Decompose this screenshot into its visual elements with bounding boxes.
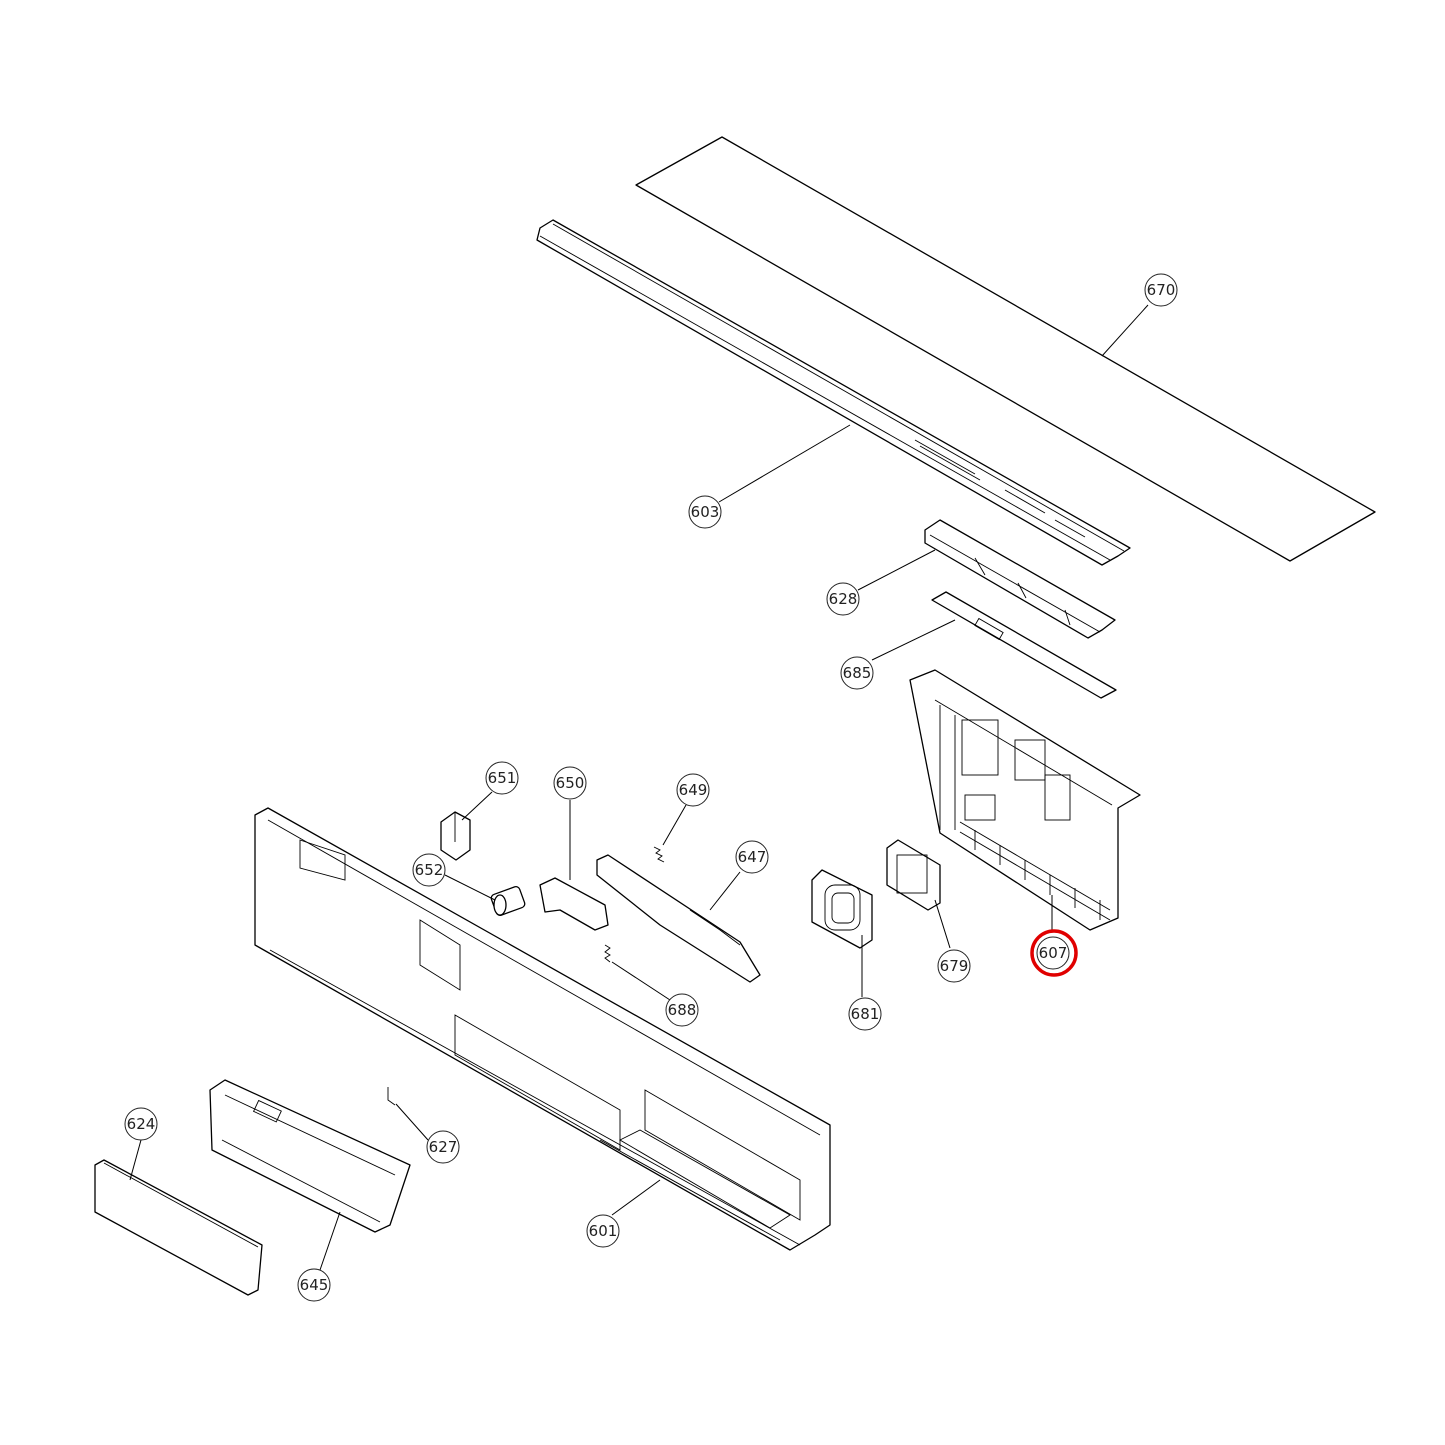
- leader-lines: [129, 304, 1149, 1271]
- part-607-control-board: [909, 669, 1141, 931]
- part-649-spring: [653, 846, 665, 863]
- callout-652-label: 652: [415, 861, 444, 879]
- leader-601: [611, 1179, 661, 1216]
- leader-652: [444, 874, 496, 901]
- leader-670: [1101, 304, 1149, 357]
- callout-607[interactable]: 607: [1030, 929, 1078, 977]
- callout-688-label: 688: [668, 1001, 697, 1019]
- callout-647[interactable]: 647: [735, 840, 769, 874]
- callout-652[interactable]: 652: [412, 853, 446, 887]
- leader-649: [662, 804, 687, 846]
- callout-624-label: 624: [127, 1115, 156, 1133]
- highlight-ring-607: [1030, 929, 1078, 977]
- callout-601[interactable]: 601: [586, 1214, 620, 1248]
- callout-627[interactable]: 627: [426, 1130, 460, 1164]
- part-652-push-button: [490, 886, 526, 916]
- callout-645-label: 645: [300, 1276, 329, 1294]
- part-650-bracket: [539, 877, 609, 931]
- callout-679[interactable]: 679: [937, 949, 971, 983]
- callout-628[interactable]: 628: [826, 582, 860, 616]
- part-651-small-box: [440, 811, 471, 861]
- leader-603: [718, 424, 851, 503]
- callout-651-label: 651: [488, 769, 517, 787]
- callout-685-label: 685: [843, 664, 872, 682]
- callout-650-label: 650: [556, 774, 585, 792]
- leader-628: [857, 549, 936, 591]
- callout-601-label: 601: [589, 1222, 618, 1240]
- leader-627: [395, 1103, 429, 1141]
- part-647-lever-assembly: [596, 854, 761, 983]
- callout-628-label: 628: [829, 590, 858, 608]
- callout-670-label: 670: [1147, 281, 1176, 299]
- part-624-cover-plate: [94, 1159, 263, 1296]
- callout-679-label: 679: [940, 957, 969, 975]
- part-681-gasket: [811, 869, 873, 949]
- part-645-button-carrier: [209, 1079, 411, 1233]
- leader-624: [129, 1139, 142, 1181]
- part-601-main-housing: [254, 807, 831, 1251]
- callout-649[interactable]: 649: [676, 773, 710, 807]
- part-627-pin: [387, 1087, 396, 1106]
- callout-651[interactable]: 651: [485, 761, 519, 795]
- part-679-small-frame: [886, 839, 941, 911]
- callout-645[interactable]: 645: [297, 1268, 331, 1302]
- callout-670[interactable]: 670: [1144, 273, 1178, 307]
- callout-647-label: 647: [738, 848, 767, 866]
- callout-627-label: 627: [429, 1138, 458, 1156]
- callout-603-label: 603: [691, 503, 720, 521]
- leader-651: [461, 791, 493, 821]
- callout-688[interactable]: 688: [665, 993, 699, 1027]
- callout-624[interactable]: 624: [124, 1107, 158, 1141]
- part-603-trim-strip: [536, 219, 1131, 566]
- part-688-small-spring: [604, 944, 611, 963]
- callout-681-label: 681: [851, 1005, 880, 1023]
- leader-685: [871, 619, 956, 661]
- callout-685[interactable]: 685: [840, 656, 874, 690]
- leader-647: [709, 871, 741, 911]
- leader-688: [611, 961, 671, 1001]
- callout-603[interactable]: 603: [688, 495, 722, 529]
- part-670-cover-sheet: [635, 136, 1376, 562]
- callout-649-label: 649: [679, 781, 708, 799]
- leader-679: [934, 899, 951, 949]
- part-685-membrane-strip: [931, 591, 1117, 699]
- callout-681[interactable]: 681: [848, 997, 882, 1031]
- callout-650[interactable]: 650: [553, 766, 587, 800]
- leader-645: [319, 1211, 341, 1271]
- part-628-display-bar: [924, 519, 1116, 639]
- callout-607-label: 607: [1039, 944, 1068, 962]
